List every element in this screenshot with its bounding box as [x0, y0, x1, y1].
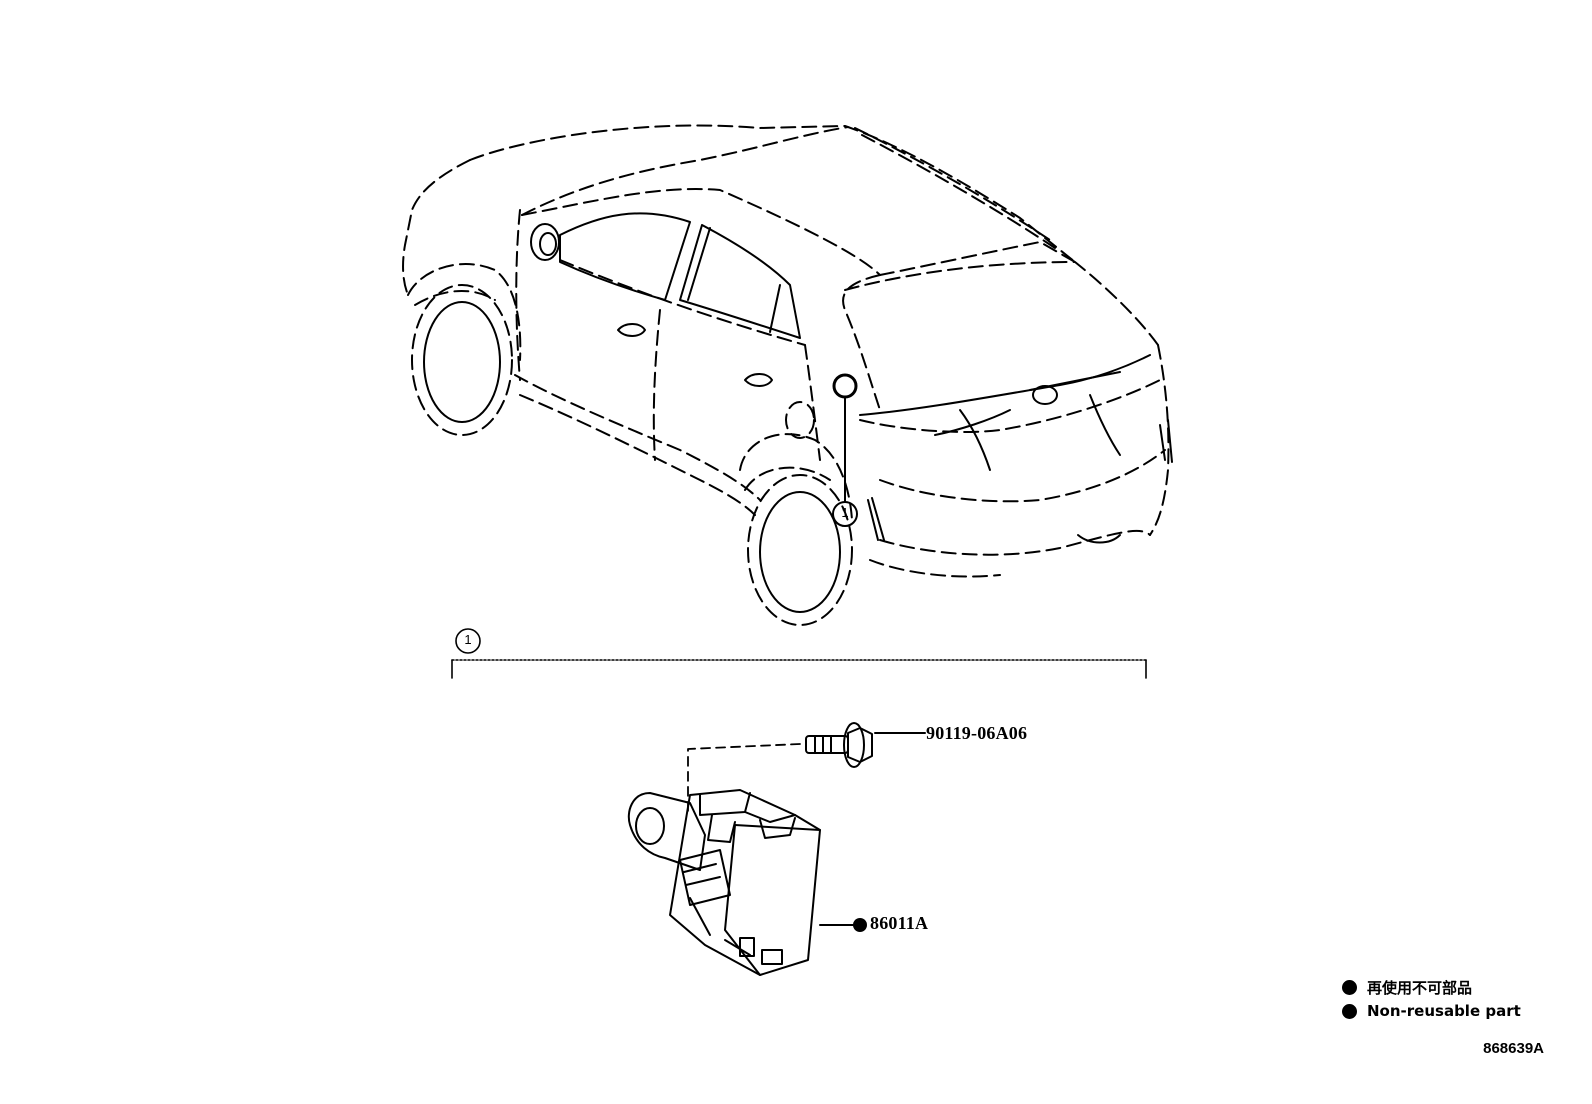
location-callout-number: 1 — [841, 505, 849, 520]
legend-dot-icon — [1342, 1003, 1357, 1019]
non-reusable-marker — [853, 918, 867, 932]
vehicle-rear-details — [859, 354, 1173, 544]
legend-japanese-text: 再使用不可部品 — [1367, 978, 1473, 997]
bolt-install-line — [687, 743, 801, 816]
illustration-id: 868639A — [1483, 1040, 1544, 1057]
assembly-bracket — [451, 659, 1147, 679]
item-callout-number: 1 — [464, 632, 472, 647]
legend-english-text: Non-reusable part — [1367, 1002, 1521, 1020]
bolt-part-number: 90119-06A06 — [926, 723, 1028, 743]
sensor-drawing — [627, 789, 856, 976]
vehicle-windows — [530, 212, 801, 387]
sensor-location-marker — [832, 373, 858, 527]
item-callout-circle — [455, 628, 481, 654]
vehicle-wheels — [411, 284, 853, 626]
legend-english: Non-reusable part — [1342, 1001, 1521, 1021]
legend-dot-icon — [1342, 979, 1357, 995]
bolt-drawing — [805, 722, 926, 768]
sensor-part-number: 86011A — [870, 913, 929, 933]
vehicle-body-outline — [402, 124, 1170, 578]
legend-japanese: 再使用不可部品 — [1342, 977, 1472, 997]
